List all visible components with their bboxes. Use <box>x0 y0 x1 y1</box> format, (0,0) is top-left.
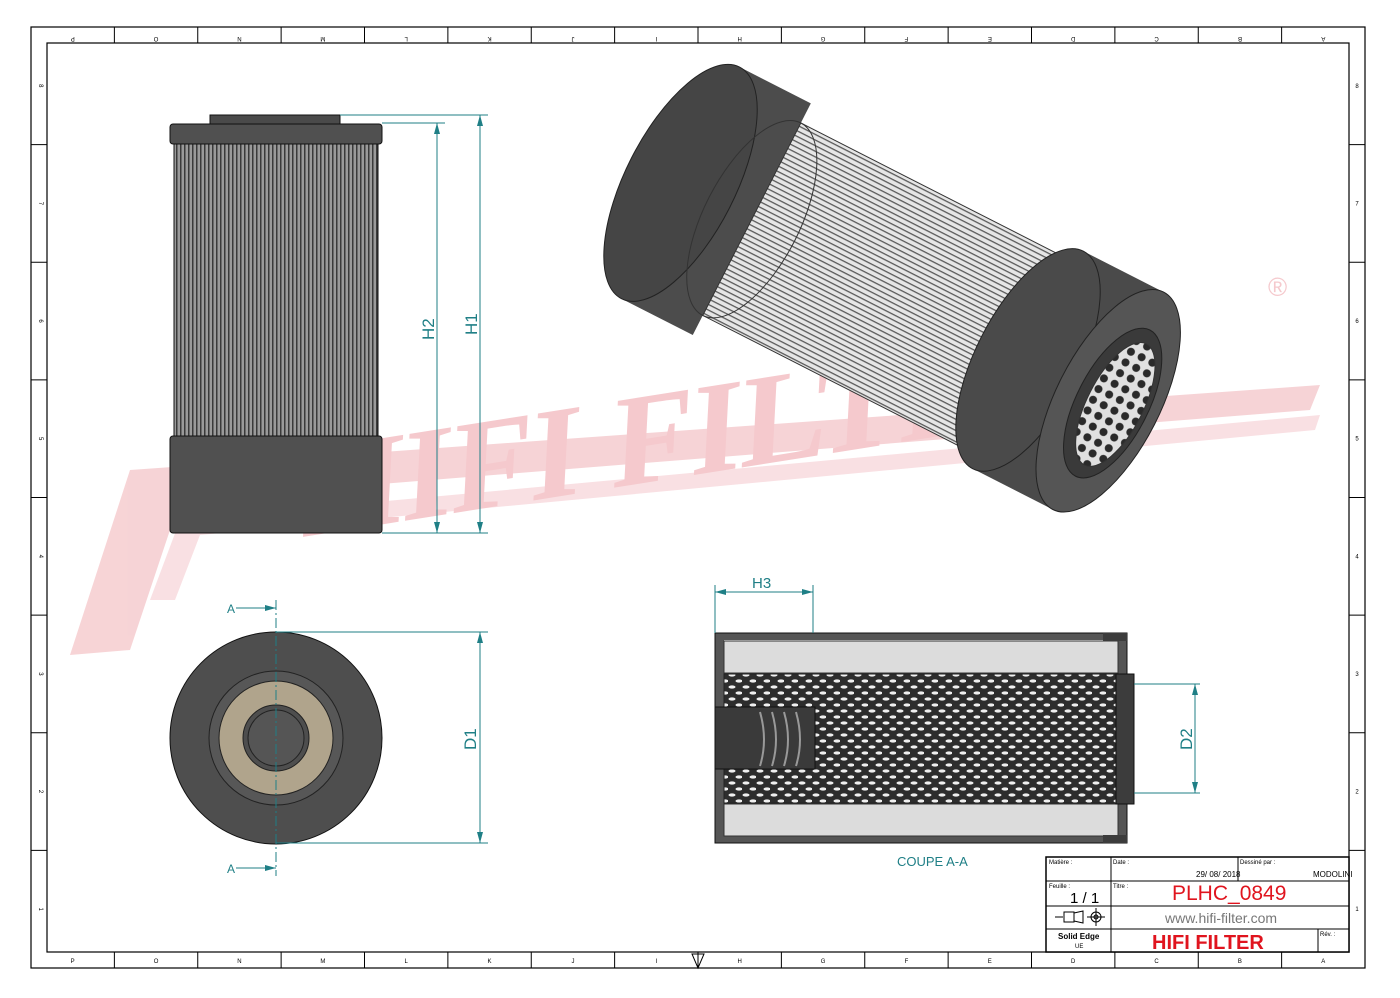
rev-label: Rév. : <box>1320 932 1336 938</box>
zone-label-top: D <box>1070 35 1075 41</box>
zone-label-right: 4 <box>1355 554 1359 560</box>
zone-label-top: E <box>988 35 992 41</box>
zone-label-left: 4 <box>37 555 43 559</box>
zone-label-bottom: F <box>905 959 909 965</box>
zone-label-bottom: G <box>821 959 826 965</box>
zone-label-bottom: L <box>405 959 409 965</box>
zone-label-top: H <box>738 35 742 41</box>
section-label: COUPE A-A <box>897 854 968 869</box>
dim-h1-label: H1 <box>462 313 481 335</box>
centering-mark <box>691 953 705 970</box>
zone-label-top: J <box>571 35 574 41</box>
section-mark-top: A <box>227 602 235 616</box>
zone-label-top: N <box>237 35 241 41</box>
software-sub: UE <box>1075 944 1083 950</box>
zone-label-left: 7 <box>37 202 43 206</box>
zone-label-top: C <box>1154 35 1159 41</box>
zone-label-left: 2 <box>37 790 43 794</box>
zone-label-bottom: D <box>1071 959 1076 965</box>
date-label: Date : <box>1113 860 1129 866</box>
dim-h3-label: H3 <box>752 575 771 592</box>
section-mark-bottom: A <box>227 862 235 876</box>
dim-d2-label: D2 <box>1177 728 1196 750</box>
end-view: A A D1 <box>169 600 488 876</box>
dim-d1-label: D1 <box>461 728 480 750</box>
date-value: 29/ 08/ 2018 <box>1196 870 1241 879</box>
watermark-registered: ® <box>1268 272 1287 302</box>
feuille-label: Feuille : <box>1049 884 1070 890</box>
zone-label-top: B <box>1238 35 1242 41</box>
zone-label-right: 6 <box>1355 319 1359 325</box>
zone-label-top: L <box>404 35 408 41</box>
zone-label-top: A <box>1321 35 1325 41</box>
zone-label-right: 8 <box>1355 84 1359 90</box>
zone-label-left: 8 <box>37 84 43 88</box>
zone-label-bottom: H <box>738 959 742 965</box>
zone-label-top: K <box>488 35 492 41</box>
zone-label-right: 5 <box>1355 437 1359 443</box>
zone-label-bottom: O <box>154 959 159 965</box>
zone-label-top: M <box>320 35 325 41</box>
dessine-label: Dessiné par : <box>1240 860 1276 866</box>
zone-label-bottom: B <box>1238 959 1242 965</box>
zone-label-bottom: C <box>1154 959 1159 965</box>
software-name: Solid Edge <box>1058 932 1100 941</box>
front-view: H2 H1 <box>169 114 488 534</box>
zone-label-bottom: N <box>237 959 241 965</box>
zone-label-right: 3 <box>1355 672 1359 678</box>
dim-h2-label: H2 <box>419 318 438 340</box>
zone-label-right: 7 <box>1355 201 1359 207</box>
zone-label-top: F <box>904 35 908 41</box>
dessine-value: MODOLINI <box>1313 870 1353 879</box>
border-zone-markers: P O N M L K J I H G F E D C B A A B C D E F G H I J K L M N O P 8 8 7 7 6 6 5 5… <box>31 27 1365 968</box>
zone-label-top: O <box>153 35 158 41</box>
zone-label-left: 1 <box>37 908 43 912</box>
zone-label-bottom: M <box>320 959 325 965</box>
zone-label-top: P <box>71 35 75 41</box>
zone-label-bottom: A <box>1321 959 1325 965</box>
zone-label-bottom: I <box>655 959 657 965</box>
zone-label-bottom: K <box>488 959 492 965</box>
zone-label-bottom: J <box>571 959 574 965</box>
zone-label-right: 1 <box>1355 907 1359 913</box>
zone-label-left: 3 <box>37 672 43 676</box>
website: www.hifi-filter.com <box>1164 910 1277 926</box>
section-view: H3 D2 COUPE A-A <box>714 575 1200 869</box>
zone-label-bottom: P <box>71 959 75 965</box>
title-block: Matière : Date : 29/ 08/ 2018 Dessiné pa… <box>1045 856 1353 954</box>
zone-label-left: 5 <box>37 437 43 441</box>
zone-label-left: 6 <box>37 319 43 323</box>
matiere-label: Matière : <box>1049 860 1073 866</box>
projection-symbol-icon <box>1055 908 1105 926</box>
zone-label-top: G <box>820 35 825 41</box>
isometric-view <box>603 63 1181 513</box>
titre-label: Titre : <box>1113 884 1128 890</box>
drawing-title: PLHC_0849 <box>1172 882 1286 905</box>
sheet-number: 1 / 1 <box>1070 890 1099 907</box>
zone-label-bottom: E <box>988 959 992 965</box>
zone-label-right: 2 <box>1355 790 1359 796</box>
brand-name: HIFI FILTER <box>1152 932 1264 954</box>
zone-label-top: I <box>655 35 657 41</box>
